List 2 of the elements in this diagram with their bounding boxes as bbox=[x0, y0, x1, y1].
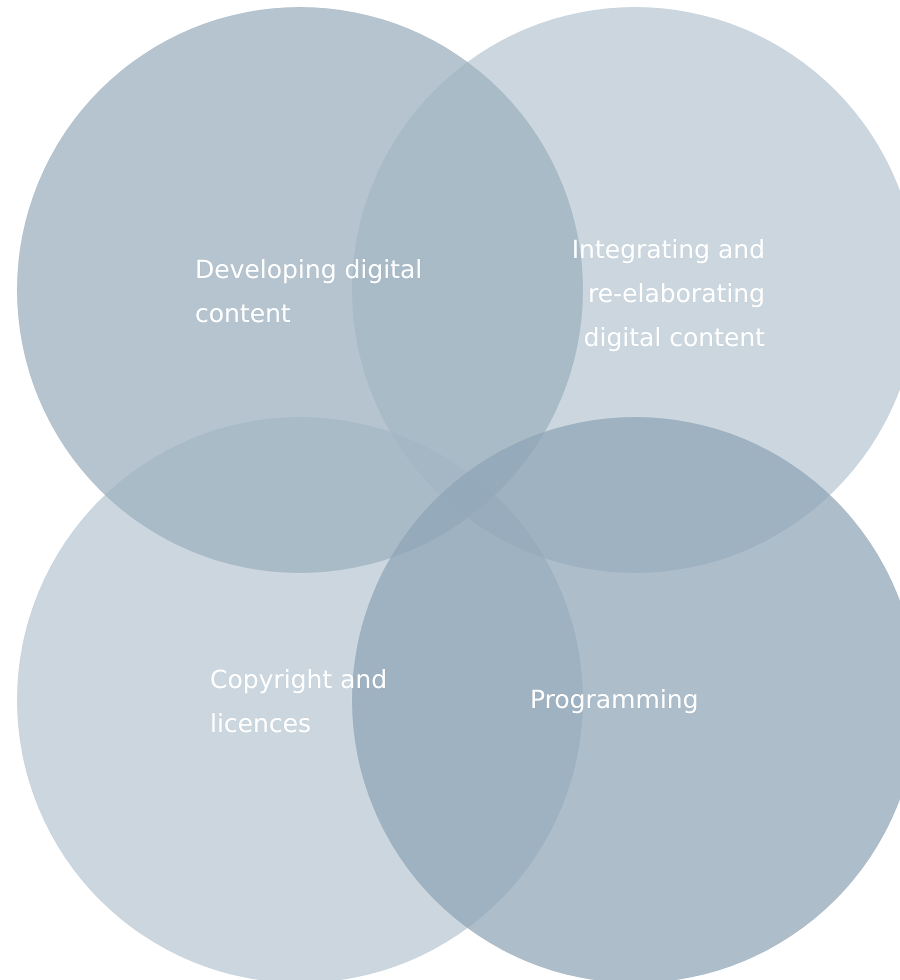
circle-label: Developing digital content bbox=[195, 254, 424, 330]
circle-label: Programming bbox=[530, 684, 700, 716]
